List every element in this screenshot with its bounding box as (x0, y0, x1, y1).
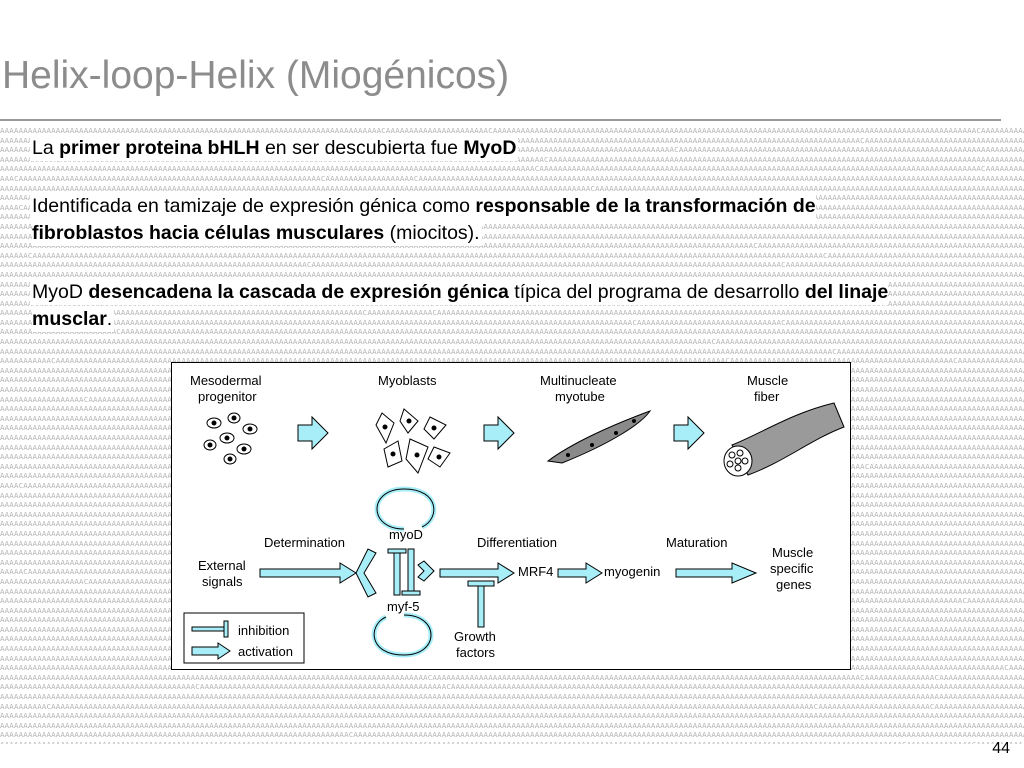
determination-label: Determination (264, 535, 345, 550)
myod-to-mrf4-arrow-icon (439, 562, 515, 584)
branch-arrow-icon (355, 548, 377, 598)
p2-bold-1: responsable de la transformación de fibr… (32, 195, 816, 244)
paragraph-cascade: MyoD desencadena la cascada de expresión… (32, 279, 932, 333)
external-signals-label-1: External (198, 558, 246, 573)
page-number: 44 (992, 740, 1010, 757)
myoblast-cells-icon (375, 408, 451, 474)
legend-activation-icon (191, 642, 231, 660)
legend: inhibition activation (183, 612, 305, 664)
muscle-genes-label-2: specific (770, 561, 814, 576)
progenitor-cells-icon (203, 412, 258, 465)
stage-arrow-icon-1 (297, 415, 329, 451)
p3-text-3: . (106, 308, 113, 330)
converge-arrow-icon (417, 560, 435, 582)
stage-arrow-icon-2 (483, 415, 515, 451)
growth-factors-label-2: factors (456, 645, 496, 660)
growth-factor-inhibition-icon (467, 580, 495, 628)
myogenesis-diagram-svg: Mesodermal progenitor Myoblasts Multinuc… (183, 373, 845, 664)
p2-text-2: (miocitos). (384, 222, 480, 244)
muscle-genes-label-1: Muscle (772, 545, 813, 560)
stage-myoblasts-label: Myoblasts (378, 373, 437, 388)
myogenesis-diagram: Mesodermal progenitor Myoblasts Multinuc… (171, 362, 851, 670)
stage-arrows (297, 415, 705, 451)
p1-text-2: en ser descubierta fue (259, 137, 464, 159)
paragraph-first-bhlh: La primer proteina bHLH en ser descubier… (32, 135, 932, 162)
muscle-genes-label-3: genes (776, 577, 812, 592)
slide-title: Helix-loop-Helix (Miogénicos) (2, 54, 510, 97)
p1-bold-1: primer proteina bHLH (59, 137, 260, 159)
mrf4-to-myogenin-arrow-icon (557, 562, 603, 584)
mrf4-label: MRF4 (518, 564, 553, 579)
maturation-label: Maturation (666, 535, 727, 550)
p3-bold-2: del linaje musclar (32, 281, 889, 330)
stage-mesodermal-label-1: Mesodermal (190, 373, 262, 388)
legend-activation-label: activation (238, 644, 293, 659)
stage-fiber-label-1: Muscle (747, 373, 788, 388)
myf5-label: myf-5 (387, 599, 420, 614)
p1-bold-2: MyoD (463, 137, 517, 159)
external-to-myod-arrow-icon (259, 562, 357, 584)
myotube-icon (546, 409, 652, 464)
stage-fiber-label-2: fiber (754, 389, 780, 404)
p1-text-1: La (32, 137, 60, 159)
stage-myotube-label-1: Multinucleate (540, 373, 617, 388)
cross-inhibition-icon (387, 548, 421, 596)
p3-bold-1: desencadena la cascada de expresión géni… (88, 281, 509, 303)
stage-arrow-icon-3 (673, 415, 705, 451)
pathway-arrows (259, 548, 758, 598)
myogenin-label: myogenin (604, 564, 660, 579)
growth-factors-label-1: Growth (454, 629, 496, 644)
title-divider (0, 119, 1001, 121)
stage-mesodermal-label-2: progenitor (198, 389, 257, 404)
p3-text-2: típica del programa de desarrollo (508, 281, 805, 303)
stage-myotube-label-2: myotube (555, 389, 605, 404)
myogenin-to-genes-arrow-icon (675, 562, 758, 584)
muscle-fiber-icon (723, 402, 845, 477)
autoregulation-loops (371, 486, 437, 658)
paragraph-identification: Identificada en tamizaje de expresión gé… (32, 193, 932, 247)
legend-inhibition-label: inhibition (238, 623, 289, 638)
p3-text-1: MyoD (32, 281, 89, 303)
differentiation-label: Differentiation (477, 535, 557, 550)
external-signals-label-2: signals (202, 574, 243, 589)
p2-text-1: Identificada en tamizaje de expresión gé… (32, 195, 476, 217)
